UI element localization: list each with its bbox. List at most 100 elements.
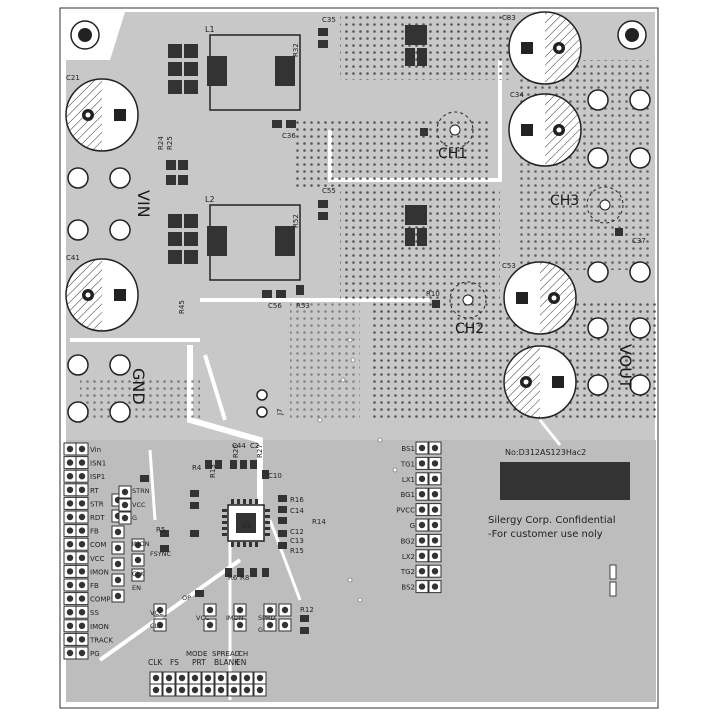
pin-label: LX2 (402, 553, 415, 561)
pin-label: TRACK (89, 636, 113, 644)
via-field (340, 15, 510, 80)
ch1-label: CH1 (438, 146, 467, 162)
designator-r32: R32 (292, 43, 300, 57)
designator-c35: C35 (322, 16, 336, 24)
designator-j7: J7 (276, 408, 284, 416)
pin-label: SPREAD (212, 650, 240, 658)
pin-label: BS1 (401, 445, 415, 453)
designator-c53: C53 (502, 262, 516, 270)
pin-label: SS (90, 609, 99, 617)
pin-label: TG1 (400, 460, 415, 468)
pin-label: VCC (132, 501, 146, 509)
pin-label: EN (236, 658, 246, 667)
pin-label: TG2 (400, 568, 415, 576)
pin-label: VCC (150, 609, 164, 617)
pin-label: PVCC (396, 507, 415, 515)
pin-label: BG1 (400, 491, 415, 499)
designator-r16: R16 (290, 496, 304, 504)
designator-c10: C10 (268, 472, 282, 480)
pin-label: CLK (150, 622, 163, 630)
pin-label: COMP (90, 596, 111, 604)
pin-label: STR (90, 500, 104, 508)
designator-l2: L2 (205, 195, 215, 204)
designator-c41: C41 (66, 254, 80, 262)
designator-r53: R53 (296, 302, 310, 310)
pin-label: IMON (226, 614, 244, 622)
ch2-label: CH2 (455, 321, 484, 337)
pin-label: STRN (132, 487, 150, 495)
designator-c37: C37 (632, 237, 646, 245)
confidential-line-1: Silergy Corp. Confidential (488, 515, 616, 526)
pin-label: MODE (186, 650, 207, 658)
pin-label: PG (90, 650, 100, 658)
mounting-holes (70, 20, 647, 50)
pin-label: LX1 (402, 476, 415, 484)
pin-label: G (132, 514, 137, 522)
mid-signal-labels: STRNGVCCIMONFSYNCCLKENOPIMONVCCGSPRDVCCC… (132, 487, 276, 634)
pin-label: OP (182, 594, 191, 602)
designator-r8: R8 (240, 574, 249, 582)
electrolytic-caps (65, 11, 582, 419)
designator-l1: L1 (205, 25, 215, 34)
designator-r13: R13 (209, 464, 217, 478)
designator-r25: R25 (166, 136, 174, 150)
pin-label: G (410, 522, 415, 530)
designator-r26: R26 (232, 444, 240, 458)
pin-label: PRT (192, 658, 206, 667)
vout-label: VOUT (616, 344, 635, 389)
designator-c12: C12 (290, 528, 304, 536)
pin-label: CLK (148, 658, 163, 667)
pin-label: VCC (90, 555, 105, 563)
designator-c14: C14 (290, 507, 304, 515)
pin-label: BG2 (400, 537, 415, 545)
inductor-l2-pad (207, 226, 227, 256)
designator-r4: R4 (192, 464, 202, 472)
designator-c33: C33 (502, 14, 516, 22)
part-number: No:D312AS123Hac2 (505, 448, 586, 457)
pin-label: VCC (196, 614, 210, 622)
pin-label: IMON (90, 568, 109, 576)
designator-r27: R27 (256, 444, 264, 458)
designator-r14: R14 (312, 518, 326, 526)
pin-label: BLANK (214, 658, 240, 667)
pin-label: FSYNC (150, 550, 172, 558)
pin-label: CLK (132, 570, 145, 578)
pin-label: IMON (132, 540, 150, 548)
designator-c2: C2 (250, 442, 259, 450)
designator-c21: C21 (66, 74, 80, 82)
designator-r24: R24 (157, 136, 165, 150)
pin-label: EN (132, 584, 141, 592)
pin-label: BS2 (401, 584, 415, 592)
confidential-line-2: -For customer use noly (488, 529, 603, 540)
jumper-blocks (118, 485, 292, 632)
designator-c56: C56 (268, 302, 282, 310)
designator-r12: R12 (300, 606, 314, 614)
designator-r15: R15 (290, 547, 304, 555)
pin-label: RDT (90, 514, 105, 522)
pin-label: RT (90, 487, 99, 495)
designator-r52: R52 (292, 214, 300, 228)
designator-c13: C13 (290, 537, 304, 545)
designator-c55: C55 (322, 187, 336, 195)
designator-c36: C36 (282, 132, 296, 140)
designator-r5: R5 (156, 526, 165, 534)
designator-c44: C44 (232, 442, 246, 450)
pin-label: Vin (90, 446, 101, 454)
pin-label: SPRD (258, 614, 276, 622)
left-header: VinISN1ISP1RTSTRRDTFBCOMVCCIMONFBCOMPSSI… (63, 442, 125, 660)
vin-label: VIN (134, 190, 153, 218)
controller-ic (222, 499, 270, 547)
pin-label: FB (90, 528, 99, 536)
label-block (500, 462, 630, 500)
pin-label: ISN1 (90, 460, 106, 468)
designator-r45: R45 (178, 300, 186, 314)
designator-c34: C34 (510, 91, 524, 99)
pin-label: ISP1 (90, 473, 105, 481)
pin-label: CH (238, 650, 248, 658)
pin-label: G (258, 626, 263, 634)
pin-label: COM (90, 541, 106, 549)
